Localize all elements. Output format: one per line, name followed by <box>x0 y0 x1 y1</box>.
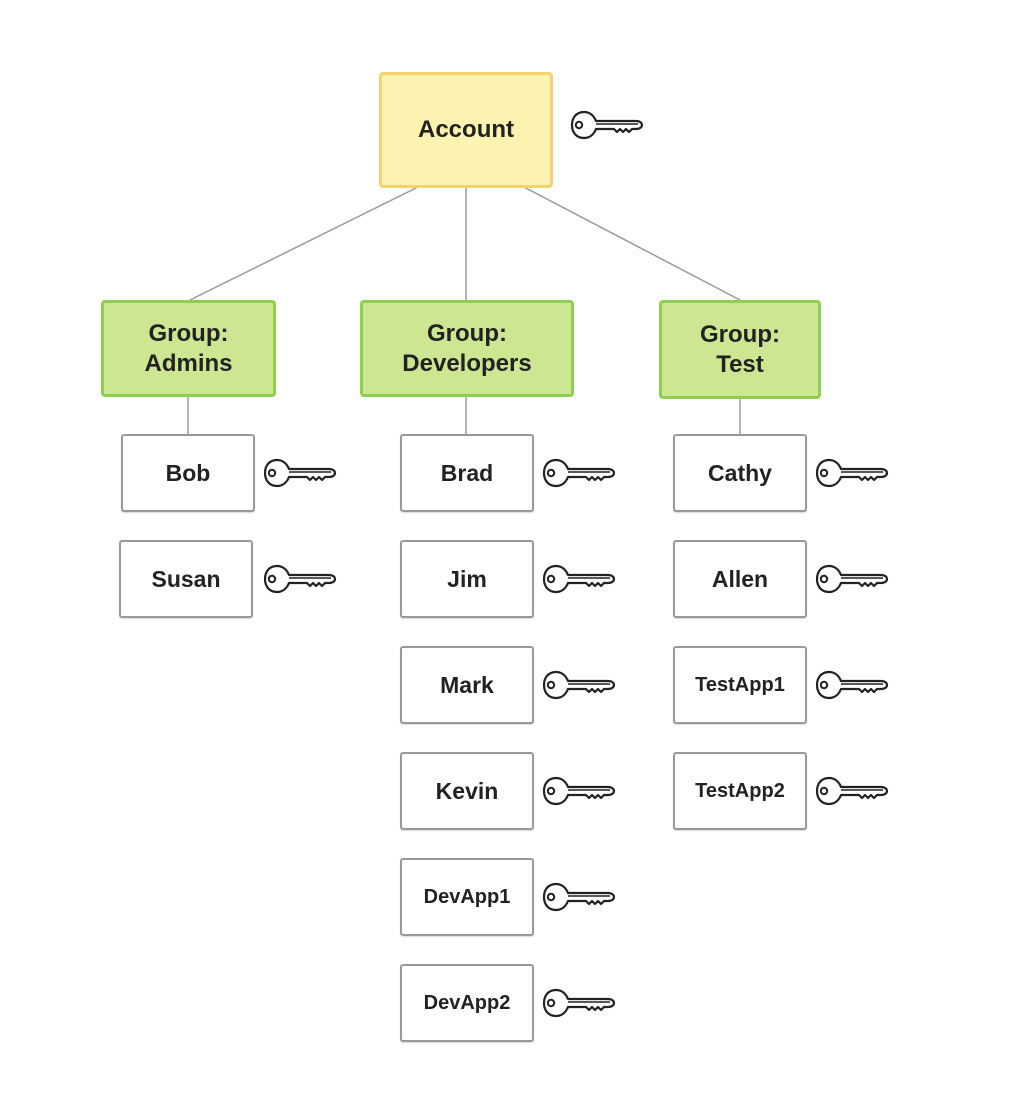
group-developers-label: Group: Developers <box>402 319 532 377</box>
connector-account-admins <box>189 185 421 301</box>
member-label: TestApp2 <box>695 780 785 802</box>
member-label: Bob <box>165 460 211 486</box>
group-test-label: Group: Test <box>700 320 780 378</box>
group-admins-label: Group: Admins <box>144 319 233 377</box>
key-icon <box>542 668 618 702</box>
key-icon <box>263 562 339 596</box>
key-icon <box>815 456 891 490</box>
key-icon <box>542 986 618 1020</box>
member-label: Brad <box>440 460 494 486</box>
member-box-testapp1: TestApp1 <box>673 646 807 724</box>
connector-account-test <box>521 185 741 301</box>
member-label: Jim <box>447 566 487 592</box>
key-icon <box>542 774 618 808</box>
member-box-kevin: Kevin <box>400 752 534 830</box>
member-box-devapp2: DevApp2 <box>400 964 534 1042</box>
key-icon <box>542 456 618 490</box>
member-label: Kevin <box>435 778 499 804</box>
key-icon <box>542 562 618 596</box>
member-label: Cathy <box>708 460 772 486</box>
key-icon <box>542 880 618 914</box>
member-box-cathy: Cathy <box>673 434 807 512</box>
member-box-devapp1: DevApp1 <box>400 858 534 936</box>
member-box-mark: Mark <box>400 646 534 724</box>
member-box-allen: Allen <box>673 540 807 618</box>
key-icon <box>815 774 891 808</box>
member-label: DevApp1 <box>423 886 511 908</box>
group-developers-box: Group: Developers <box>360 300 574 397</box>
member-label: Mark <box>440 672 494 698</box>
member-label: DevApp2 <box>423 992 511 1014</box>
member-label: TestApp1 <box>695 674 785 696</box>
member-label: Susan <box>151 566 221 592</box>
account-box: Account <box>379 72 553 188</box>
account-label: Account <box>418 116 514 143</box>
key-icon <box>263 456 339 490</box>
key-icon <box>815 668 891 702</box>
group-test-box: Group: Test <box>659 300 821 399</box>
member-box-bob: Bob <box>121 434 255 512</box>
member-label: Allen <box>711 566 769 592</box>
key-icon <box>815 562 891 596</box>
account-key-icon <box>570 108 646 142</box>
member-box-susan: Susan <box>119 540 253 618</box>
member-box-brad: Brad <box>400 434 534 512</box>
member-box-jim: Jim <box>400 540 534 618</box>
group-admins-box: Group: Admins <box>101 300 276 397</box>
member-box-testapp2: TestApp2 <box>673 752 807 830</box>
